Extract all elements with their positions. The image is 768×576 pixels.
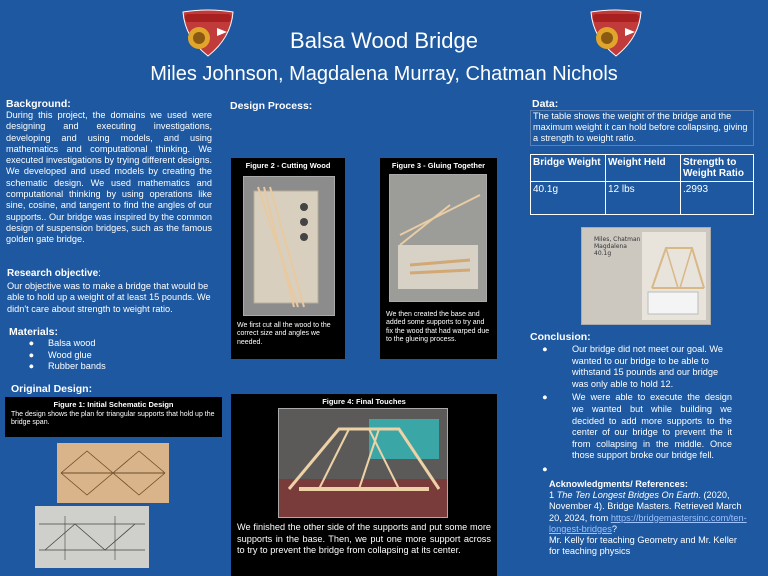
table-cell: .2993 <box>680 181 754 215</box>
figure-3-photo <box>389 174 487 302</box>
figure-3-box: Figure 3 - Gluing Together We then creat… <box>380 158 497 359</box>
figure-4-text: We finished the other side of the suppor… <box>237 522 491 556</box>
schematic-sketch-2 <box>35 506 149 568</box>
figure-3-text: We then created the base and added some … <box>386 311 490 344</box>
column-header: Weight Held <box>605 154 681 182</box>
list-item: ●Rubber bands <box>28 361 106 372</box>
reference-item: 1 The Ten Longest Bridges On Earth. (202… <box>549 490 747 534</box>
figure-4-caption: Figure 4: Final Touches <box>322 397 406 406</box>
figure-1-box: Figure 1: Initial Schematic Design The d… <box>5 397 222 437</box>
reference-link[interactable]: https://bridgemastersinc.com/ten-longest… <box>549 512 747 534</box>
materials-list: ●Balsa wood ●Wood glue ●Rubber bands <box>6 338 106 373</box>
materials-heading: Materials: <box>9 326 59 338</box>
research-text: Our objective was to make a bridge that … <box>7 281 211 314</box>
schematic-sketch-1 <box>57 443 169 503</box>
acknowledgments-text: Mr. Kelly for teaching Geometry and Mr. … <box>549 535 737 557</box>
list-item: ● <box>542 463 548 474</box>
data-table: Bridge Weight Weight Held Strength to We… <box>530 154 754 215</box>
table-row: 40.1g 12 lbs .2993 <box>530 181 754 215</box>
table-cell: 40.1g <box>530 181 606 215</box>
list-item: ●Our bridge did not meet our goal. We wa… <box>542 344 723 389</box>
table-cell: 12 lbs <box>605 181 681 215</box>
figure-4-box: Figure 4: Final Touches We finished the … <box>231 394 497 576</box>
bridge-weight-photo: Miles, Chatman Magdalena 40.1g <box>581 227 711 325</box>
list-item: ●We were able to execute the design we w… <box>542 392 732 461</box>
figure-3-caption: Figure 3 - Gluing Together <box>391 161 486 170</box>
research-heading: Research objective <box>7 268 99 279</box>
figure-2-text: We first cut all the wood to the correct… <box>237 322 331 346</box>
list-item: ●Balsa wood <box>28 338 96 348</box>
photo-label: Miles, Chatman Magdalena 40.1g <box>594 236 641 257</box>
column-header: Bridge Weight <box>530 154 606 182</box>
figure-2-photo <box>243 176 335 316</box>
research-heading-wrap: Research objective: <box>7 268 101 279</box>
reference-title: The Ten Longest Bridges On Earth <box>556 490 699 501</box>
conclusion-heading: Conclusion: <box>530 331 591 343</box>
background-heading: Background: <box>6 98 71 110</box>
figure-1-caption: Figure 1: Initial Schematic Design <box>53 400 174 409</box>
figure-1-text: The design shows the plan for triangular… <box>11 411 215 427</box>
data-heading: Data: <box>532 98 559 110</box>
figure-4-photo <box>278 408 448 518</box>
list-item: ●Wood glue <box>28 349 92 360</box>
school-logo-left <box>177 8 239 58</box>
references-heading: Acknowledgments/ References: <box>549 479 688 489</box>
figure-2-caption: Figure 2 - Cutting Wood <box>245 161 331 170</box>
school-logo-right <box>585 8 647 58</box>
poster-authors: Miles Johnson, Magdalena Murray, Chatman… <box>150 63 618 85</box>
design-process-heading: Design Process: <box>230 100 313 112</box>
references: Acknowledgments/ References: 1 The Ten L… <box>549 479 749 557</box>
original-design-heading: Original Design: <box>11 383 93 395</box>
column-header: Strength to Weight Ratio <box>680 154 754 182</box>
poster-title: Balsa Wood Bridge <box>290 28 478 53</box>
data-intro: The table shows the weight of the bridge… <box>530 110 754 146</box>
figure-2-box: Figure 2 - Cutting Wood We first cut all… <box>231 158 345 359</box>
table-header-row: Bridge Weight Weight Held Strength to We… <box>530 154 754 182</box>
background-text: During this project, the domains we used… <box>6 110 212 245</box>
conclusion-list: ●Our bridge did not meet our goal. We wa… <box>542 344 760 476</box>
